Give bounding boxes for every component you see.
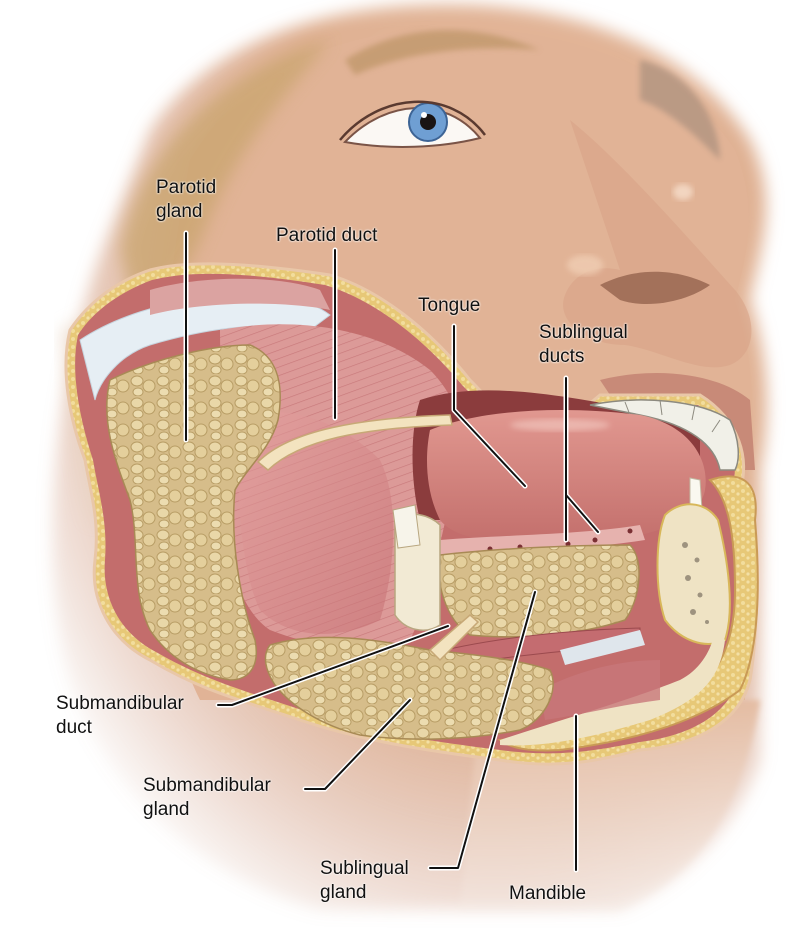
upper-lip bbox=[600, 372, 755, 470]
leader-lines bbox=[183, 230, 601, 873]
label-parotid-gland: Parotid gland bbox=[156, 176, 216, 224]
label-line: Mandible bbox=[509, 883, 587, 904]
lower-molar bbox=[392, 504, 441, 631]
far-eye bbox=[640, 60, 720, 160]
label-line: Submandibular bbox=[56, 693, 184, 714]
eye bbox=[339, 100, 487, 148]
label-mandible: Mandible bbox=[509, 882, 586, 906]
label-line: Parotid bbox=[156, 177, 217, 198]
label-line: gland bbox=[156, 201, 203, 222]
label-submandibular-gland: Submandibular gland bbox=[143, 774, 271, 822]
label-line: Sublingual bbox=[320, 858, 409, 879]
label-submandibular-duct: Submandibular duct bbox=[56, 692, 184, 740]
label-line: gland bbox=[143, 799, 190, 820]
mandible-symphysis bbox=[656, 477, 731, 645]
label-line: Parotid duct bbox=[276, 225, 378, 246]
parotid-gland bbox=[106, 344, 281, 681]
label-tongue: Tongue bbox=[418, 294, 480, 318]
submandibular-gland bbox=[264, 636, 554, 740]
label-line: gland bbox=[320, 882, 367, 903]
label-sublingual-ducts: Sublingual ducts bbox=[539, 321, 628, 369]
label-line: Submandibular bbox=[143, 775, 271, 796]
upper-teeth bbox=[589, 399, 740, 471]
fascia-muscle bbox=[150, 278, 330, 315]
eyebrow bbox=[345, 30, 540, 75]
nose bbox=[563, 120, 752, 368]
submandibular-duct bbox=[428, 614, 480, 662]
label-parotid-duct: Parotid duct bbox=[276, 224, 377, 248]
sublingual-gland bbox=[438, 544, 640, 638]
label-sublingual-gland: Sublingual gland bbox=[320, 857, 409, 905]
mandible bbox=[497, 475, 759, 752]
label-line: ducts bbox=[539, 346, 585, 367]
parotid-duct bbox=[256, 414, 453, 471]
label-line: Sublingual bbox=[539, 322, 628, 343]
label-line: duct bbox=[56, 717, 92, 738]
label-line: Tongue bbox=[418, 295, 481, 316]
